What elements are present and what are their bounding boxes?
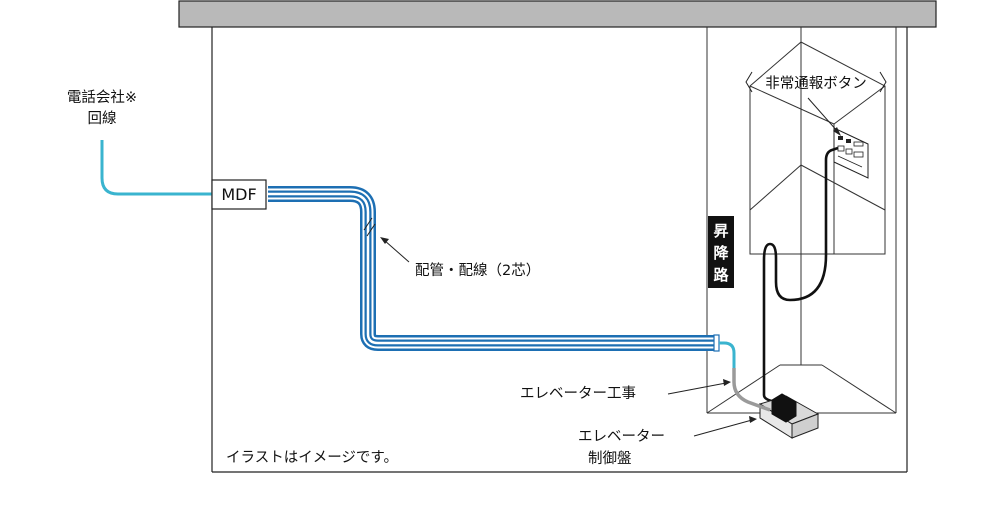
emergency-button-arrowhead: [833, 127, 841, 136]
telco-line-cable: [100, 140, 212, 196]
traveling-cable: [762, 146, 839, 404]
elevator-work-cable-cyan: [719, 341, 736, 368]
mdf-label: MDF: [221, 185, 256, 204]
emergency-button-panel: [833, 127, 869, 179]
mdf-box: [211, 179, 267, 210]
elevator-work-label: エレベーター工事: [520, 385, 636, 402]
controller-label-1: エレベーター: [578, 428, 665, 445]
building-outline: [211, 27, 908, 473]
emergency-button-leader: [807, 97, 839, 133]
hoistway-label-char-1: 昇: [713, 222, 728, 240]
telco-line-label-2: 回線: [88, 110, 117, 127]
mdf-piping-run: [268, 186, 720, 352]
ceiling-slab: [178, 0, 937, 28]
piping-arrowhead: [380, 237, 389, 244]
controller-box: [758, 393, 820, 439]
hoistway-label-char-2: 降: [713, 244, 729, 262]
controller-label-2: 制御盤: [588, 450, 632, 467]
piping-label: 配管・配線（2芯）: [415, 262, 540, 279]
elevator-work-arrowhead: [723, 379, 731, 386]
hoistway-label-box: [708, 216, 734, 288]
controller-leader: [693, 419, 753, 437]
piping-leader-arrow: [383, 239, 410, 263]
illustration-note: イラストはイメージです。: [226, 449, 398, 466]
elevator-work-leader: [667, 382, 727, 395]
elevator-work-cable-gray: [732, 368, 771, 412]
controller-arrowhead: [749, 416, 757, 423]
telco-line-label-1: 電話会社※: [67, 89, 137, 106]
emergency-button-bracket: [745, 71, 887, 93]
emergency-button-label: 非常通報ボタン: [765, 75, 867, 92]
hoistway-label-char-3: 路: [713, 266, 729, 284]
